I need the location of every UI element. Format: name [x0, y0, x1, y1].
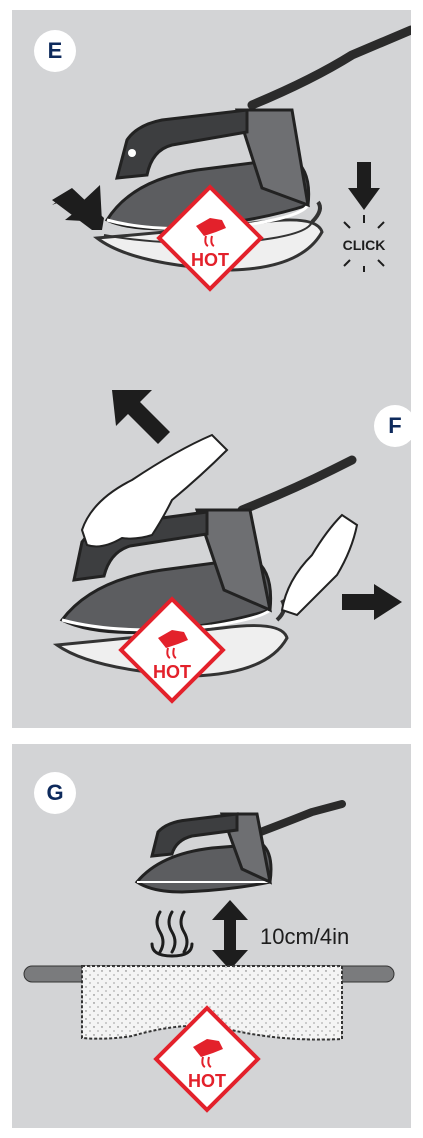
distance-label: 10cm/4in: [260, 924, 349, 949]
panel-steps-e-f: E F: [12, 10, 411, 728]
hot-label-g: HOT: [188, 1071, 226, 1091]
steam-icon: [152, 912, 192, 956]
arrow-icon: [348, 162, 380, 210]
arrow-icon: [342, 584, 402, 620]
arrow-icon: [112, 390, 170, 444]
hot-label-e: HOT: [191, 250, 229, 270]
iron-g: [137, 814, 271, 892]
illustration-e-f: CLICK HOT: [12, 10, 411, 728]
double-arrow-icon: [212, 900, 248, 970]
click-label: CLICK: [343, 237, 386, 253]
panel-step-g: G 10cm/4in: [12, 744, 411, 1128]
illustration-g: 10cm/4in HOT: [12, 744, 411, 1128]
hot-label-f: HOT: [153, 662, 191, 682]
